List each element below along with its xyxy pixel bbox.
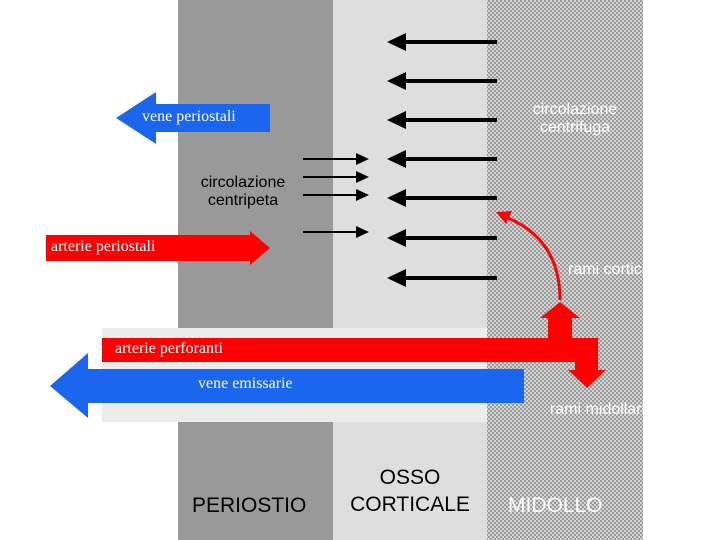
label-vene-periostali: vene periostali [142,108,236,125]
label-arterie-perforanti: arterie perforanti [115,340,223,357]
centripetal-arrow [303,171,369,183]
label-arterie-periostali: arterie periostali [51,238,156,255]
centrifugal-arrow [387,72,497,90]
centrifugal-arrow [387,269,497,287]
centripetal-arrow [303,189,369,201]
label-circolazione-centrifuga: circolazione centrifuga [512,101,638,136]
label-midollo: MIDOLLO [508,494,603,517]
centripetal-arrows [303,153,369,238]
label-vene-emissarie: vene emissarie [198,375,293,392]
rami-corticali-arrow [496,211,562,301]
periosteum-region [178,0,333,540]
label-circolazione-centripeta-line1: circolazione [200,174,286,191]
label-rami-midollari: rami midollari [550,401,646,418]
centripetal-arrow [303,226,369,238]
centrifugal-arrow [387,111,497,129]
centrifugal-arrows [387,33,497,287]
label-circolazione-centrifuga-line1: circolazione [532,101,618,118]
centrifugal-arrow [387,229,497,247]
vene-periostali-arrow [116,92,270,144]
label-osso: OSSO [379,466,441,489]
centrifugal-arrow [387,33,497,51]
centripetal-arrow [303,153,369,165]
vene-emissarie-arrow [50,353,524,418]
label-periostio: PERIOSTIO [192,494,307,517]
label-circolazione-centripeta: circolazione centripeta [180,174,306,209]
marrow-region [487,0,643,540]
arterie-periostali-arrow [46,231,270,265]
cortical-region [333,0,487,540]
label-osso-corticale: OSSO CORTICALE [333,466,487,516]
centrifugal-arrow [387,150,497,168]
label-circolazione-centrifuga-line2: centrifuga [539,118,611,136]
label-corticale: CORTICALE [350,493,470,517]
centrifugal-arrow [387,189,497,207]
label-circolazione-centripeta-line2: centripeta [207,191,279,209]
arterie-perforanti-arrow [102,302,606,388]
label-rami-corticali: rami corticali [568,261,658,278]
